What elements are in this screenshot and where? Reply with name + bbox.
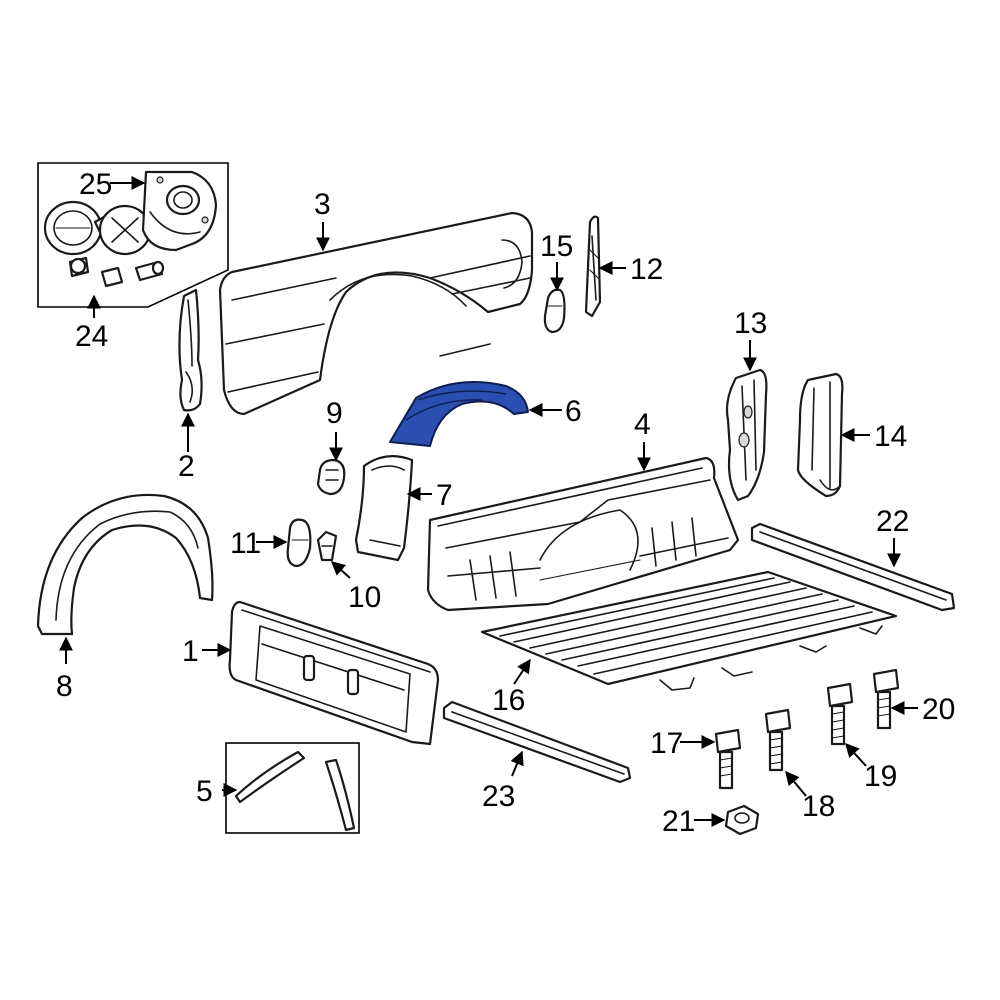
callout-19: 19 xyxy=(864,760,897,793)
callout-16: 16 xyxy=(492,684,525,717)
part-18-bolt xyxy=(764,708,792,772)
callout-13: 13 xyxy=(734,307,767,340)
part-15-plug xyxy=(543,288,566,334)
callout-9: 9 xyxy=(326,397,343,430)
callout-21: 21 xyxy=(662,805,695,838)
callout-7: 7 xyxy=(436,479,453,512)
part-5-seals-box xyxy=(225,742,360,834)
part-17-bolt xyxy=(714,728,742,790)
part-13-rear-pillar xyxy=(725,368,768,502)
part-19-bolt xyxy=(826,682,854,746)
part-7-splash-panel xyxy=(354,455,414,562)
callout-12: 12 xyxy=(630,253,663,286)
callout-14: 14 xyxy=(874,420,907,453)
callout-24: 24 xyxy=(75,320,108,353)
callout-17: 17 xyxy=(650,727,683,760)
part-4-front-panel xyxy=(426,456,740,612)
part-23-sill xyxy=(442,700,632,784)
part-9-clip xyxy=(316,458,346,496)
part-22-sill xyxy=(750,522,956,612)
callout-labels: 25 24 3 15 12 13 14 6 9 2 4 7 11 10 22 8… xyxy=(56,168,955,838)
part-12-strip xyxy=(584,215,602,318)
callout-23: 23 xyxy=(482,780,515,813)
fuel-door-assembly-box xyxy=(37,162,229,308)
part-20-bolt xyxy=(872,668,900,730)
callout-18: 18 xyxy=(802,790,835,823)
part-21-nut xyxy=(724,804,760,836)
leader-lines xyxy=(59,176,918,827)
part-8-fender-flare xyxy=(36,493,214,636)
part-10-clip xyxy=(316,530,338,562)
callout-25: 25 xyxy=(79,168,112,201)
part-11-plug xyxy=(286,518,312,568)
callout-15: 15 xyxy=(540,230,573,263)
callout-22: 22 xyxy=(876,505,909,538)
callout-4: 4 xyxy=(634,408,651,441)
part-6-wheelhouse-highlighted xyxy=(389,381,529,447)
part-14-rear-post xyxy=(796,372,844,498)
callout-5: 5 xyxy=(196,775,213,808)
callout-2: 2 xyxy=(178,450,195,483)
part-2-pillar xyxy=(178,288,203,412)
callout-8: 8 xyxy=(56,670,73,703)
callout-11: 11 xyxy=(230,527,261,560)
part-1-tailgate xyxy=(228,600,440,746)
callout-3: 3 xyxy=(314,188,331,221)
part-16-bed-floor xyxy=(480,570,898,691)
part-3-bed-side xyxy=(218,211,534,416)
callout-6: 6 xyxy=(565,395,582,428)
callout-1: 1 xyxy=(182,635,199,668)
callout-20: 20 xyxy=(922,693,955,726)
callout-10: 10 xyxy=(348,581,381,614)
